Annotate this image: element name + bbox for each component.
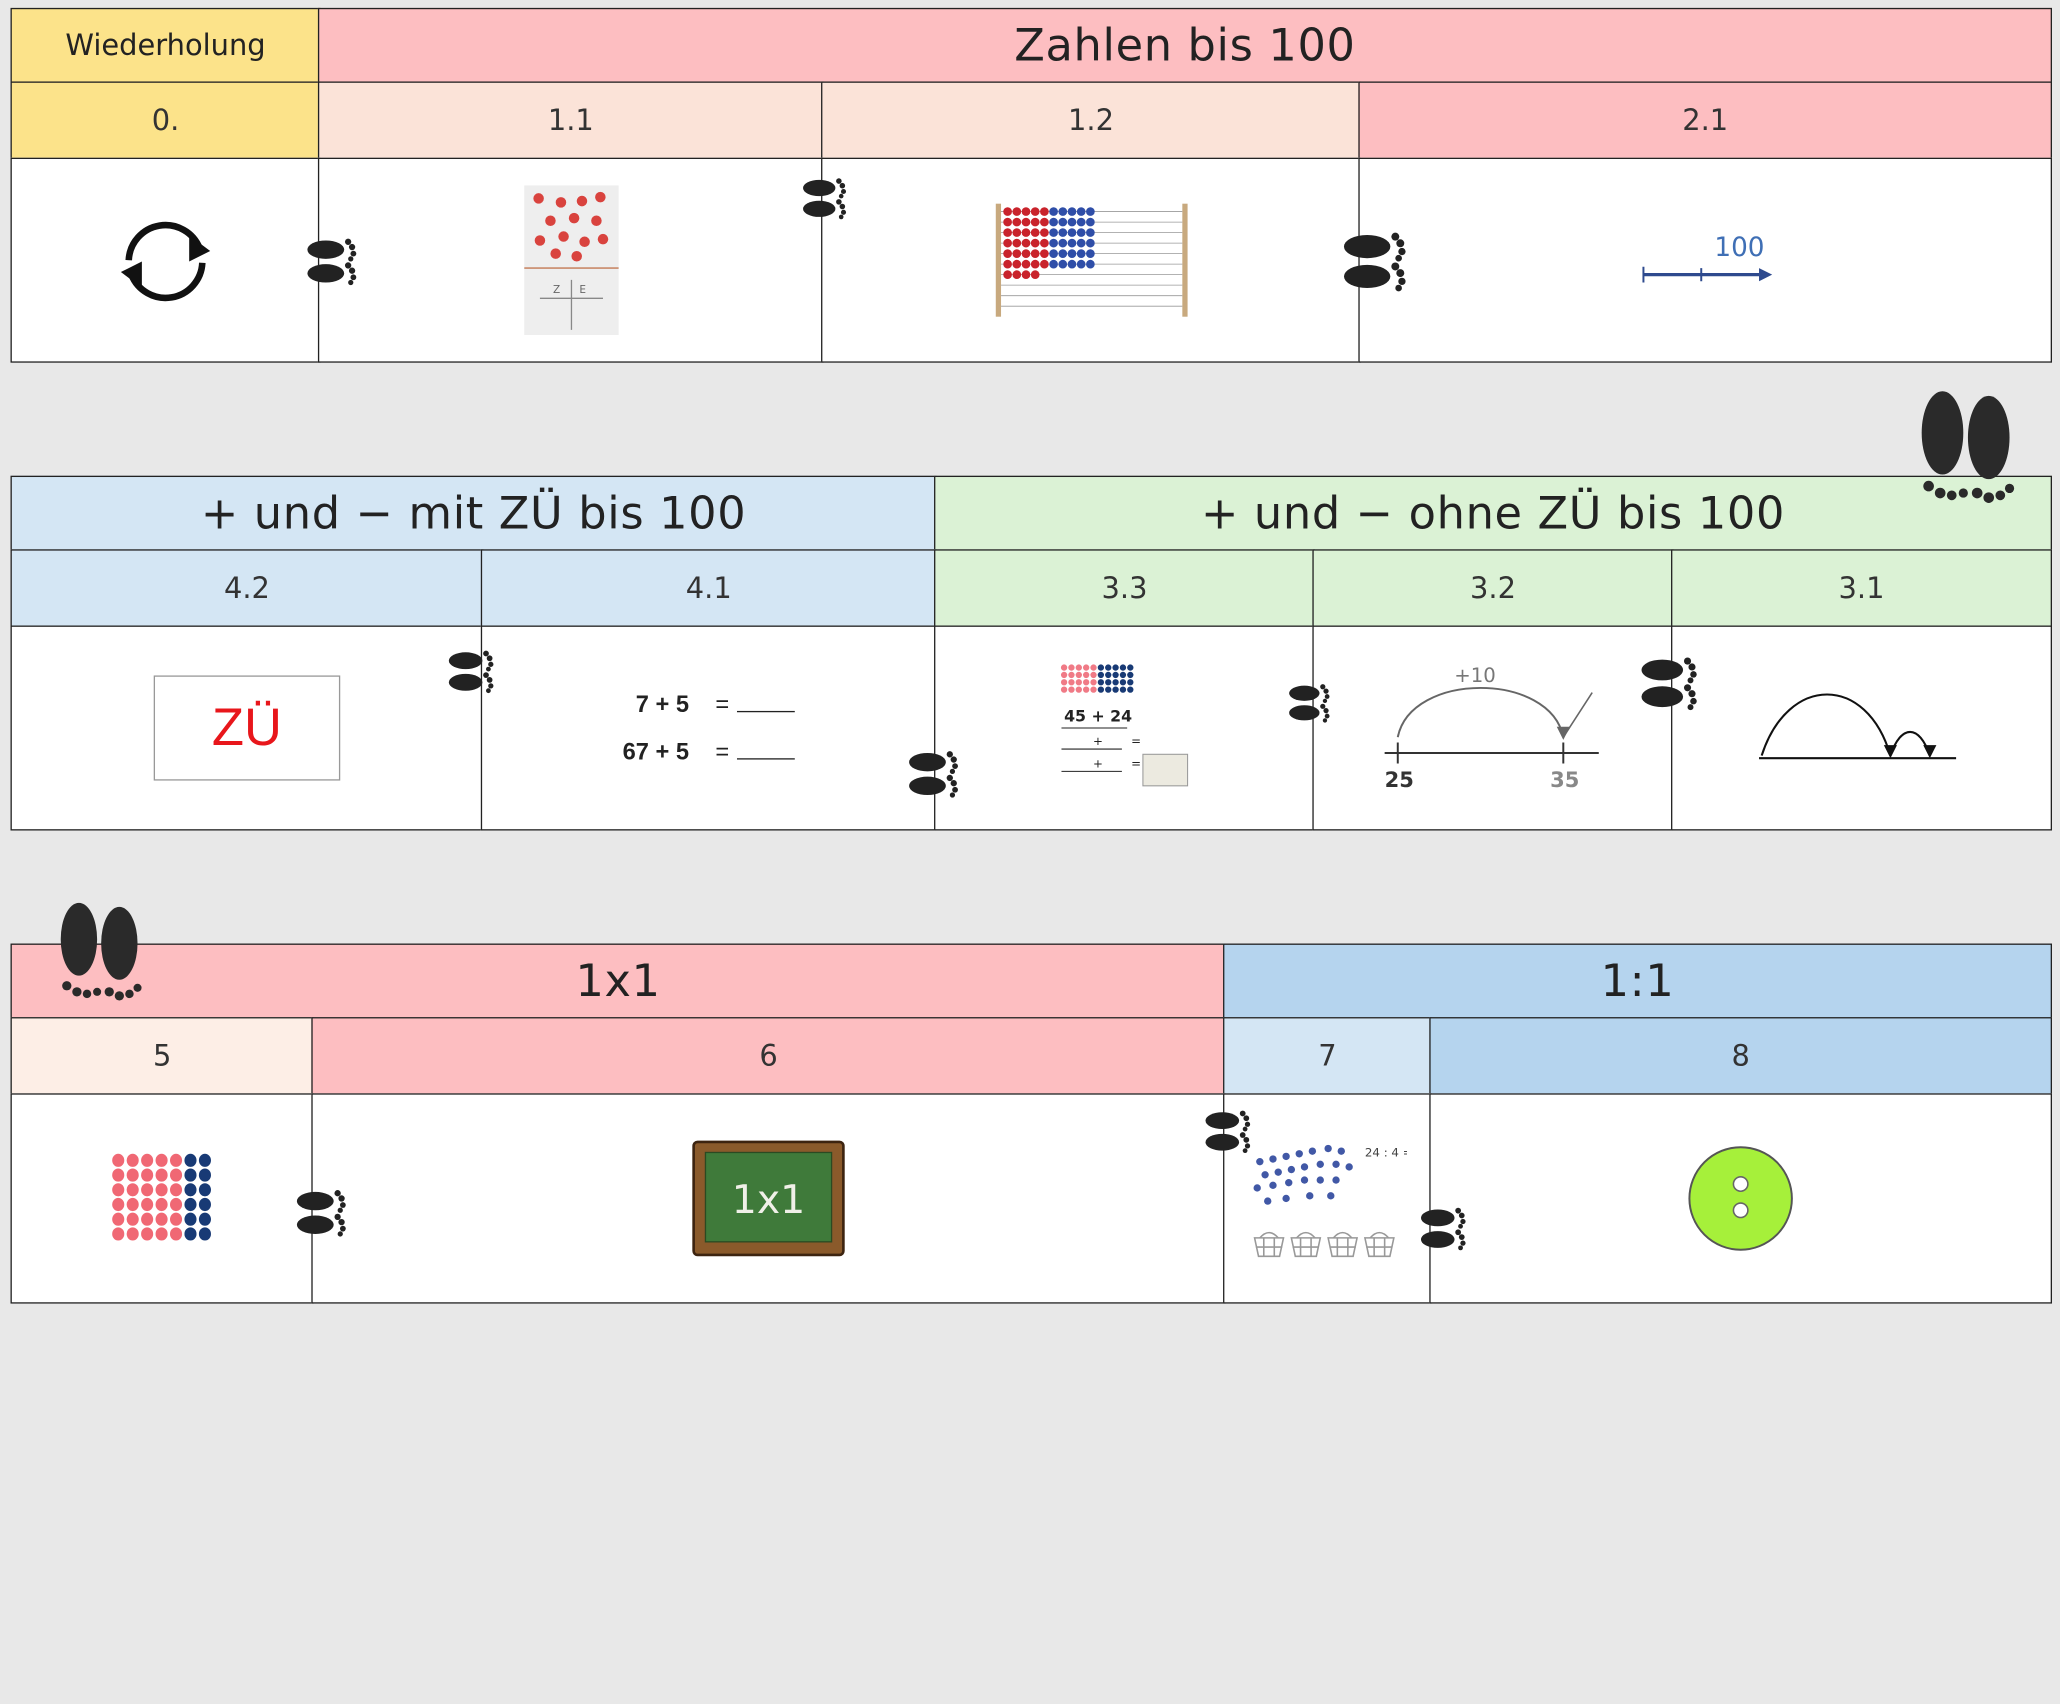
image-cell-5 — [10, 1093, 314, 1304]
unit-4-2: 4.2 — [10, 549, 484, 629]
unit-6: 6 — [311, 1017, 1226, 1096]
image-cell-0 — [10, 157, 321, 363]
unit-4-1: 4.1 — [480, 549, 937, 629]
footprints-icon — [1921, 391, 2015, 503]
header-add-sub-without-carry: + und − ohne ZÜ bis 100 — [934, 475, 2052, 552]
header-wiederholung: Wiederholung — [10, 7, 321, 85]
footprints-icon — [307, 238, 357, 286]
footprints-icon — [1289, 684, 1330, 723]
image-cell-1-2 — [821, 157, 1361, 363]
button-icon — [1688, 1146, 1793, 1251]
equation-row: 67 + 5 = — [623, 728, 795, 775]
footprints-icon — [803, 178, 847, 220]
repeat-cycle-icon — [120, 221, 211, 302]
header-1x1: 1x1 — [10, 943, 1226, 1020]
image-cell-1-1: Z E — [317, 157, 824, 363]
unit-0: 0. — [10, 81, 321, 161]
svg-text:25: 25 — [1384, 767, 1413, 792]
unit-1-2: 1.2 — [821, 81, 1361, 161]
image-cell-6: 1x1 — [311, 1093, 1226, 1304]
svg-text:E: E — [579, 284, 586, 296]
dot-field-exercise-icon: 45 + 24 + = + = — [1060, 664, 1189, 787]
svg-text:24 : 4 =: 24 : 4 = — [1364, 1145, 1406, 1159]
svg-text:=: = — [1131, 734, 1141, 748]
image-cell-8 — [1429, 1093, 2052, 1304]
footprints-icon — [1641, 657, 1697, 711]
footprints-icon — [909, 751, 958, 798]
unit-3-1: 3.1 — [1671, 549, 2052, 629]
image-cell-3-3: 45 + 24 + = + = — [934, 625, 1316, 831]
double-jump-arc-icon — [1759, 693, 1957, 760]
svg-text:Z: Z — [552, 284, 559, 296]
image-cell-7: 24 : 4 = — [1223, 1093, 1432, 1304]
svg-text:35: 35 — [1550, 767, 1579, 792]
unit-7: 7 — [1223, 1017, 1432, 1096]
footprints-icon — [1343, 232, 1406, 292]
dots-place-value-chart-icon: Z E — [523, 185, 619, 336]
svg-text:100: 100 — [1714, 233, 1764, 263]
equation-row: 7 + 5 = — [623, 681, 795, 728]
svg-text:+: + — [1093, 756, 1103, 770]
header-add-sub-with-carry: + und − mit ZÜ bis 100 — [10, 475, 937, 552]
svg-text:+10: +10 — [1454, 664, 1496, 687]
footprints-icon — [1420, 1207, 1466, 1251]
unit-5: 5 — [10, 1017, 314, 1096]
unit-2-1: 2.1 — [1358, 81, 2052, 161]
footprints-icon — [296, 1190, 346, 1237]
number-line-arrow-icon: 100 — [1642, 233, 1773, 283]
multiplication-dot-grid-icon — [111, 1153, 211, 1241]
zu-card: ZÜ — [153, 675, 341, 781]
unit-1-1: 1.1 — [317, 81, 824, 161]
header-1-durch-1: 1:1 — [1223, 943, 2052, 1020]
svg-text:45 + 24: 45 + 24 — [1064, 706, 1132, 725]
footprints-icon — [448, 650, 494, 694]
image-cell-2-1: 100 — [1358, 157, 2052, 363]
image-cell-3-2: +10 25 35 — [1312, 625, 1674, 831]
image-cell-4-2: ZÜ — [10, 625, 484, 831]
svg-text:1x1: 1x1 — [732, 1177, 805, 1223]
svg-text:=: = — [1131, 756, 1141, 770]
unit-3-2: 3.2 — [1312, 549, 1674, 629]
unit-3-3: 3.3 — [934, 549, 1316, 629]
footprints-icon — [1205, 1110, 1251, 1154]
division-baskets-icon: 24 : 4 = — [1252, 1144, 1406, 1258]
header-zahlen-bis-100: Zahlen bis 100 — [317, 7, 2052, 85]
number-line-jump-icon: +10 25 35 — [1383, 664, 1599, 792]
image-cell-4-1: 7 + 5 = 67 + 5 = — [480, 625, 937, 831]
svg-text:+: + — [1093, 734, 1103, 748]
carry-equations: 7 + 5 = 67 + 5 = — [623, 681, 795, 776]
footprints-icon — [60, 902, 142, 1001]
unit-8: 8 — [1429, 1017, 2052, 1096]
image-cell-3-1 — [1671, 625, 2052, 831]
chalkboard-icon: 1x1 — [692, 1140, 845, 1257]
abacus-icon — [995, 203, 1187, 317]
